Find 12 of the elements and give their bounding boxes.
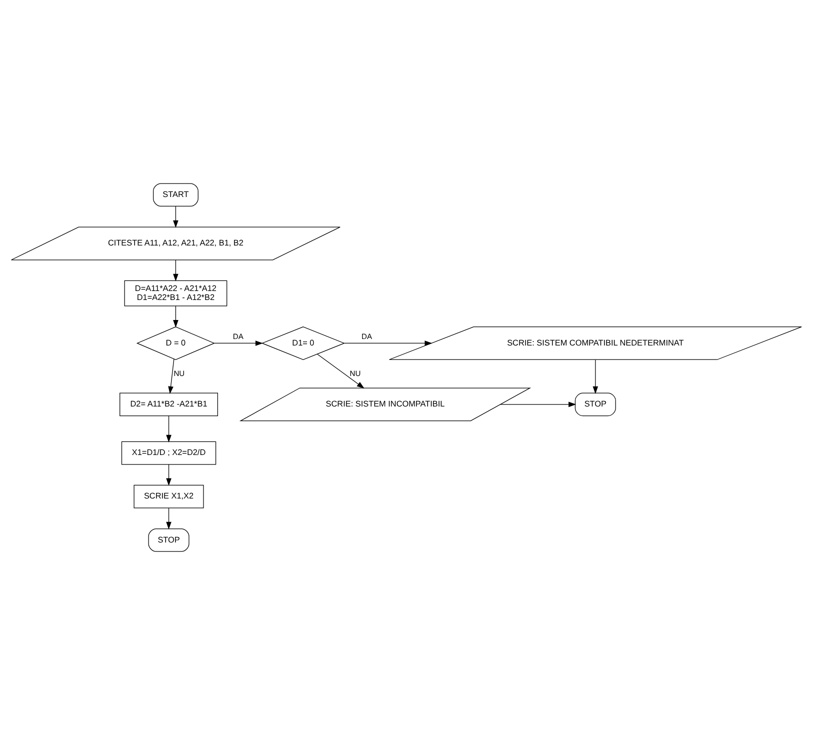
arrow bbox=[173, 305, 178, 328]
arrow bbox=[166, 507, 172, 529]
arrow bbox=[344, 340, 432, 346]
arrow bbox=[592, 359, 598, 394]
arrow bbox=[500, 401, 576, 407]
arrow bbox=[173, 205, 178, 228]
arrow bbox=[173, 259, 178, 281]
arrow bbox=[316, 353, 364, 388]
arrow bbox=[166, 414, 172, 442]
arrow bbox=[168, 358, 174, 394]
arrow bbox=[214, 340, 264, 346]
arrow bbox=[166, 464, 172, 486]
